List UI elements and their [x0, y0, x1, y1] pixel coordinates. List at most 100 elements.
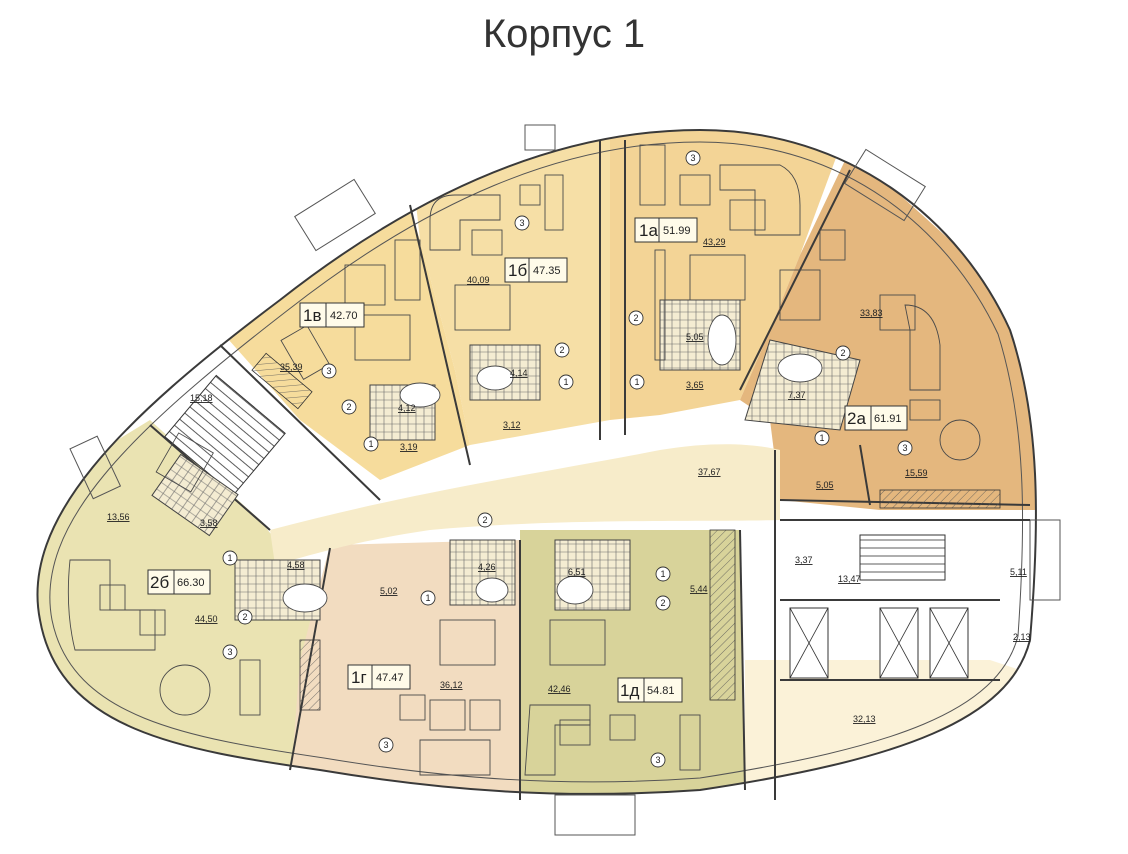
- svg-text:3: 3: [655, 755, 660, 765]
- svg-text:42.70: 42.70: [330, 310, 358, 322]
- svg-text:54.81: 54.81: [647, 685, 675, 697]
- svg-text:2б: 2б: [150, 573, 169, 592]
- room-area: 4,58: [287, 560, 305, 570]
- svg-text:3: 3: [326, 366, 331, 376]
- room-area: 6,51: [568, 567, 586, 577]
- corridor-zone: [270, 444, 780, 565]
- svg-text:2: 2: [242, 612, 247, 622]
- room-area: 5,44: [690, 584, 708, 594]
- room-number: 3: [378, 737, 394, 753]
- room-number: 2: [554, 342, 570, 358]
- apartment-2b-zone: [37, 420, 330, 780]
- outer-wall: [36, 128, 1037, 795]
- svg-text:3: 3: [902, 443, 907, 453]
- svg-text:2: 2: [346, 402, 351, 412]
- room-area: 13,47: [838, 574, 861, 584]
- svg-text:51.99: 51.99: [663, 225, 691, 237]
- room-area: 35,39: [280, 362, 303, 372]
- apt-label-2a: 2а 61.91: [844, 405, 908, 431]
- room-area: 3,19: [400, 442, 418, 452]
- svg-text:1в: 1в: [303, 306, 322, 325]
- room-area: 36,12: [440, 680, 463, 690]
- svg-text:66.30: 66.30: [177, 577, 205, 589]
- room-number: 1: [558, 374, 574, 390]
- svg-text:1: 1: [227, 553, 232, 563]
- room-number: 1: [222, 550, 238, 566]
- svg-text:3: 3: [227, 647, 232, 657]
- furniture: [67, 144, 981, 776]
- kitchen-counters: [251, 352, 1001, 711]
- room-area: 40,09: [467, 275, 490, 285]
- apartment-labels: 1а 51.99 1б 47.35 1в 42.70 2а 61.91 2б 6…: [147, 217, 908, 703]
- room-number: 1: [363, 436, 379, 452]
- room-area: 15,59: [905, 468, 928, 478]
- room-area: 32,13: [853, 714, 876, 724]
- room-number-markers: 3 2 1 3 2 1 3 2 1 2 1 3 1 2 3 2 1 3 1 2 …: [222, 150, 913, 768]
- room-number: 3: [897, 440, 913, 456]
- room-number: 2: [477, 512, 493, 528]
- plan-title: Корпус 1: [482, 12, 646, 56]
- svg-text:2: 2: [559, 345, 564, 355]
- room-area: 13,56: [107, 512, 130, 522]
- room-area: 15,18: [190, 393, 213, 403]
- svg-text:3: 3: [519, 218, 524, 228]
- room-number: 3: [514, 215, 530, 231]
- room-number: 2: [655, 595, 671, 611]
- elevators: [789, 607, 969, 679]
- apt-label-1v: 1в 42.70: [299, 302, 365, 328]
- room-area: 5,11: [1010, 567, 1027, 577]
- room-number: 2: [835, 345, 851, 361]
- room-area: 33,83: [860, 308, 883, 318]
- room-area: 3,12: [503, 420, 521, 430]
- inner-wall-line: [49, 141, 1024, 783]
- room-number: 1: [655, 566, 671, 582]
- room-area: 44,50: [195, 614, 218, 624]
- svg-text:2: 2: [660, 598, 665, 608]
- room-area: 5,05: [816, 480, 834, 490]
- svg-text:3: 3: [690, 153, 695, 163]
- room-area: 5,02: [380, 586, 398, 596]
- svg-text:1: 1: [425, 593, 430, 603]
- room-number: 3: [321, 363, 337, 379]
- svg-text:1: 1: [660, 569, 665, 579]
- svg-text:1д: 1д: [620, 681, 639, 700]
- room-number: 2: [341, 399, 357, 415]
- svg-text:3: 3: [383, 740, 388, 750]
- room-number: 2: [628, 310, 644, 326]
- room-number: 3: [650, 752, 666, 768]
- room-area: 37,67: [698, 467, 721, 477]
- svg-text:1: 1: [819, 433, 824, 443]
- room-area: 4,14: [510, 368, 528, 378]
- svg-text:1: 1: [563, 377, 568, 387]
- room-area: 43,29: [703, 237, 726, 247]
- svg-text:1г: 1г: [351, 668, 367, 687]
- svg-text:2: 2: [633, 313, 638, 323]
- stairwell-right: [859, 534, 946, 581]
- stairwell-left: [164, 374, 286, 496]
- room-number: 1: [814, 430, 830, 446]
- svg-text:61.91: 61.91: [874, 413, 902, 425]
- svg-text:1б: 1б: [508, 261, 527, 280]
- room-area: 4,26: [478, 562, 496, 572]
- svg-text:2а: 2а: [847, 409, 866, 428]
- svg-text:1: 1: [634, 377, 639, 387]
- apt-label-2b: 2б 66.30: [147, 569, 211, 595]
- apt-label-1d: 1д 54.81: [617, 677, 683, 703]
- room-area: 7,37: [788, 390, 806, 400]
- room-area: 3,37: [795, 555, 813, 565]
- apt-label-1a: 1а 51.99: [634, 217, 698, 243]
- room-area: 4,12: [398, 403, 416, 413]
- svg-text:47.47: 47.47: [376, 672, 404, 684]
- apt-label-1g: 1г 47.47: [347, 664, 411, 690]
- room-area: 3,65: [686, 380, 704, 390]
- room-area: 3,58: [200, 518, 218, 528]
- svg-text:1: 1: [368, 439, 373, 449]
- bathtubs: [282, 314, 823, 613]
- balconies: [69, 124, 1061, 836]
- room-number: 3: [222, 644, 238, 660]
- svg-text:1а: 1а: [639, 221, 658, 240]
- room-area: 5,05: [686, 332, 704, 342]
- room-number: 1: [420, 590, 436, 606]
- apt-label-1b: 1б 47.35: [504, 257, 568, 283]
